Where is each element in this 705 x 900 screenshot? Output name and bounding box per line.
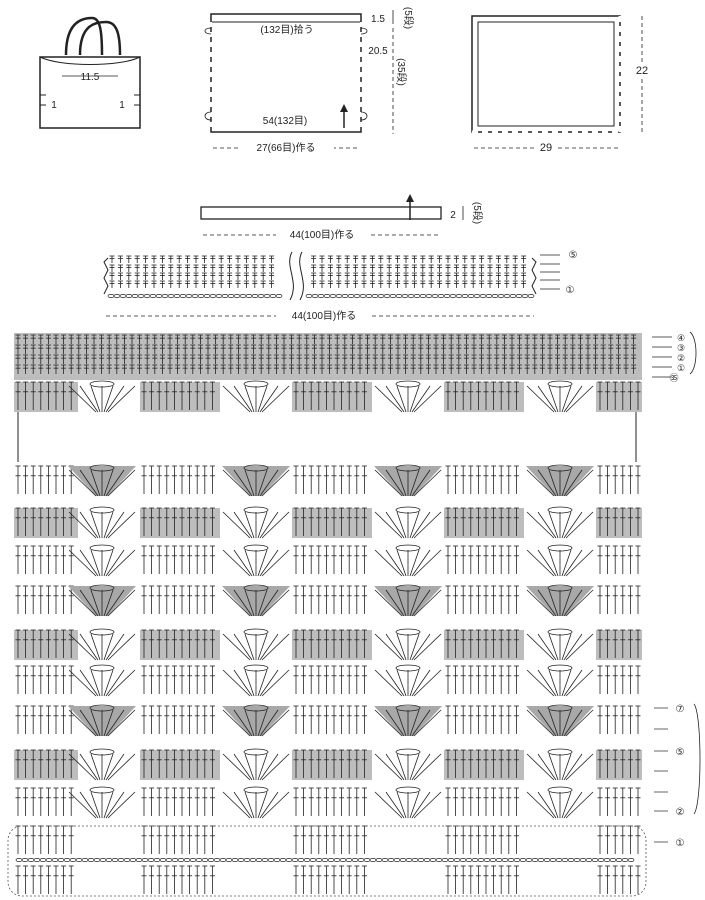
main-row-2: ② [677,353,685,363]
bag-handle-width: 11.5 [81,72,100,83]
bag-side-stripe-left [40,94,46,106]
main-stitch-chart: ④ ③ ② ① ㉟ ⑦ ⑤ ② ① [7,331,701,897]
main-row-35: ㉟ [669,373,678,383]
bottom-width: 29 [540,142,552,154]
bag-illustration: 11.5 1 1 [39,16,141,129]
body-bottom-label: 54(132目) [263,116,307,127]
main-chart-shading [14,333,642,780]
body-height-rows: (35段) [395,58,408,86]
main-lower-row-5: ⑤ [676,747,685,758]
body-height: 20.5 [368,46,388,57]
bottom-height: 22 [636,65,648,77]
body-top-height: 1.5 [371,14,385,25]
handle-stitch-rows [107,255,535,298]
handle-strip-rows: (5段) [471,202,484,224]
handle-row-bottom: ① [566,285,575,296]
bag-side-right: 1 [119,100,125,111]
main-row-4: ④ [677,333,685,343]
main-lower-row-markers: ⑦ ⑤ ② ① [654,703,701,849]
handle-row-top: ⑤ [569,250,578,261]
handle-strip-width: 44(100目)作る [290,229,354,241]
bag-outline [39,56,141,129]
bottom-piece: 22 29 [471,15,650,154]
bag-rim [39,56,141,65]
main-lower-row-1: ① [676,838,685,849]
foundation-chain-outline [7,825,647,897]
handle-strip-outline [200,206,442,220]
body-width-label: 27(66目)作る [257,142,316,154]
main-upper-row-markers: ④ ③ ② ① ㉟ [652,331,697,383]
handle-stitch-chart: ⑤ ① 44(100目)作る [103,250,578,322]
bottom-piece-outline [471,15,621,133]
main-lower-row-7: ⑦ [676,704,685,715]
bag-handle-left [64,16,104,56]
bag-side-left: 1 [51,100,57,111]
handle-chart-width: 44(100目)作る [292,310,356,322]
main-row-3: ③ [677,343,685,353]
handle-strip-height: 2 [450,210,456,221]
handle-row-arrows [540,254,560,290]
main-row-1: ① [677,363,685,373]
main-chart-fan-motifs [68,380,594,819]
body-top-rows: (5段) [402,7,415,29]
handle-chart-end-left [103,257,109,295]
body-pickup-label: (132目)拾う [260,23,313,36]
handle-chart-end-right [531,257,537,295]
bag-handle-right [78,20,122,56]
bag-side-stripe-right [134,94,140,106]
main-lower-row-2: ② [676,807,685,818]
body-piece: (132目)拾う 54(132目) 1.5 (5段) 20.5 (35段) 27… [204,7,415,154]
handle-strip: 44(100目)作る 2 (5段) [200,194,484,241]
